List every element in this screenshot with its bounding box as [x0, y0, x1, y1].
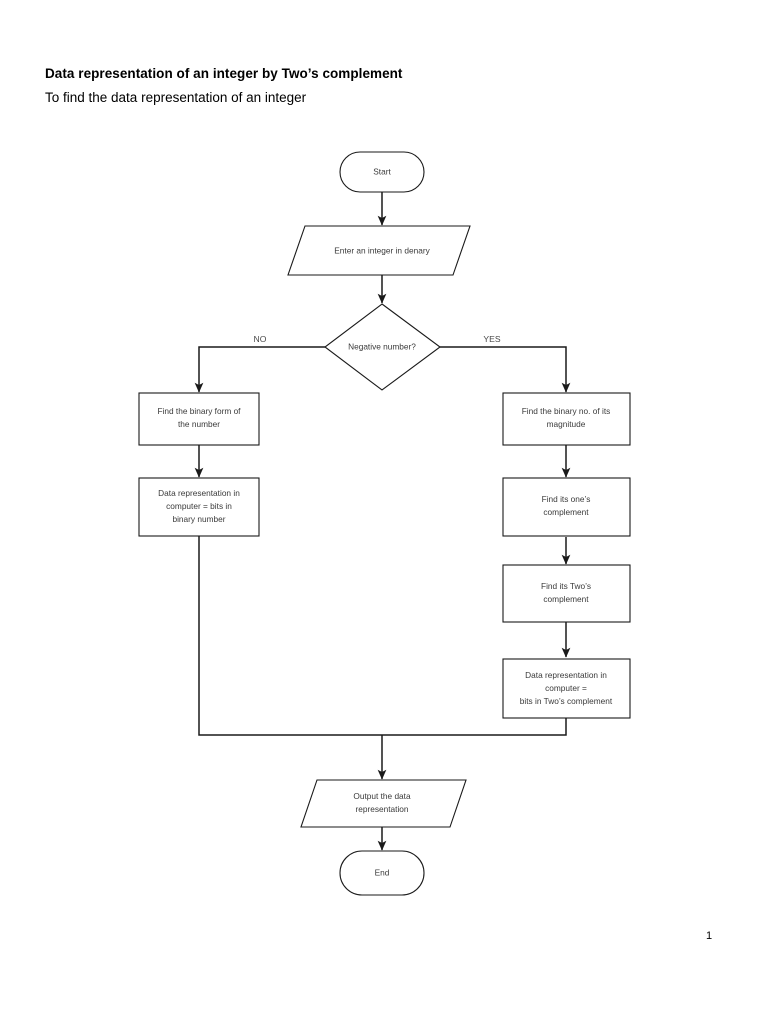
end-label: End — [375, 868, 390, 878]
no1-process-shape — [138, 392, 260, 446]
node-find-ones-complement[interactable]: Find its one’s complement — [502, 477, 631, 537]
node-data-rep-binary[interactable]: Data representation in computer = bits i… — [138, 477, 260, 537]
decision-diamond-shape — [324, 303, 441, 391]
yes4-label-line2: computer = — [545, 683, 587, 693]
yes2-label-line2: complement — [543, 507, 589, 517]
yes3-label-line2: complement — [543, 594, 589, 604]
output-label-line1: Output the data — [353, 791, 411, 801]
yes2-label-line1: Find its one’s — [542, 494, 591, 504]
node-find-binary-magnitude[interactable]: Find the binary no. of its magnitude — [502, 392, 631, 446]
yes4-process-shape — [502, 658, 631, 719]
node-output[interactable]: Output the data representation — [300, 779, 467, 828]
branch-label-yes: YES — [483, 334, 500, 344]
no2-label-line1: Data representation in — [158, 488, 240, 498]
yes1-label-line2: magnitude — [547, 419, 586, 429]
yes2-process-shape — [502, 477, 631, 537]
yes1-process-shape — [502, 392, 631, 446]
yes1-label-line1: Find the binary no. of its — [522, 406, 611, 416]
node-find-twos-complement[interactable]: Find its Two’s complement — [502, 564, 631, 623]
start-terminator-shape — [339, 151, 425, 193]
page-subtitle: To find the data representation of an in… — [45, 90, 307, 105]
page-number: 1 — [706, 930, 713, 942]
no2-label-line2: computer = bits in — [166, 501, 232, 511]
yes4-label-line1: Data representation in — [525, 670, 607, 680]
no2-process-shape — [138, 477, 260, 537]
yes4-label-line3: bits in Two’s complement — [520, 696, 613, 706]
node-input[interactable]: Enter an integer in denary — [287, 225, 471, 276]
end-terminator-shape — [339, 850, 425, 896]
output-label-line2: representation — [355, 804, 408, 814]
node-decision[interactable]: Negative number? — [324, 303, 441, 391]
connector-yes4-to-merge — [382, 718, 567, 736]
node-start[interactable]: Start — [339, 151, 425, 193]
connector-decision-no — [194, 346, 325, 393]
connector-group — [194, 192, 571, 851]
node-end[interactable]: End — [339, 850, 425, 896]
no2-label-line3: binary number — [172, 514, 225, 524]
no1-label-line2: the number — [178, 419, 220, 429]
input-parallelogram-shape — [287, 225, 471, 276]
page-title: Data representation of an integer by Two… — [45, 66, 403, 81]
node-data-rep-twos-complement[interactable]: Data representation in computer = bits i… — [502, 658, 631, 719]
start-label: Start — [373, 167, 391, 177]
output-parallelogram-shape — [300, 779, 467, 828]
connector-no2-to-merge — [198, 536, 382, 736]
connector-decision-yes — [440, 346, 571, 393]
node-find-binary-form[interactable]: Find the binary form of the number — [138, 392, 260, 446]
branch-label-no: NO — [254, 334, 267, 344]
decision-label: Negative number? — [348, 342, 416, 352]
input-label: Enter an integer in denary — [334, 246, 430, 256]
yes3-process-shape — [502, 564, 631, 623]
yes3-label-line1: Find its Two’s — [541, 581, 591, 591]
no1-label-line1: Find the binary form of — [157, 406, 241, 416]
